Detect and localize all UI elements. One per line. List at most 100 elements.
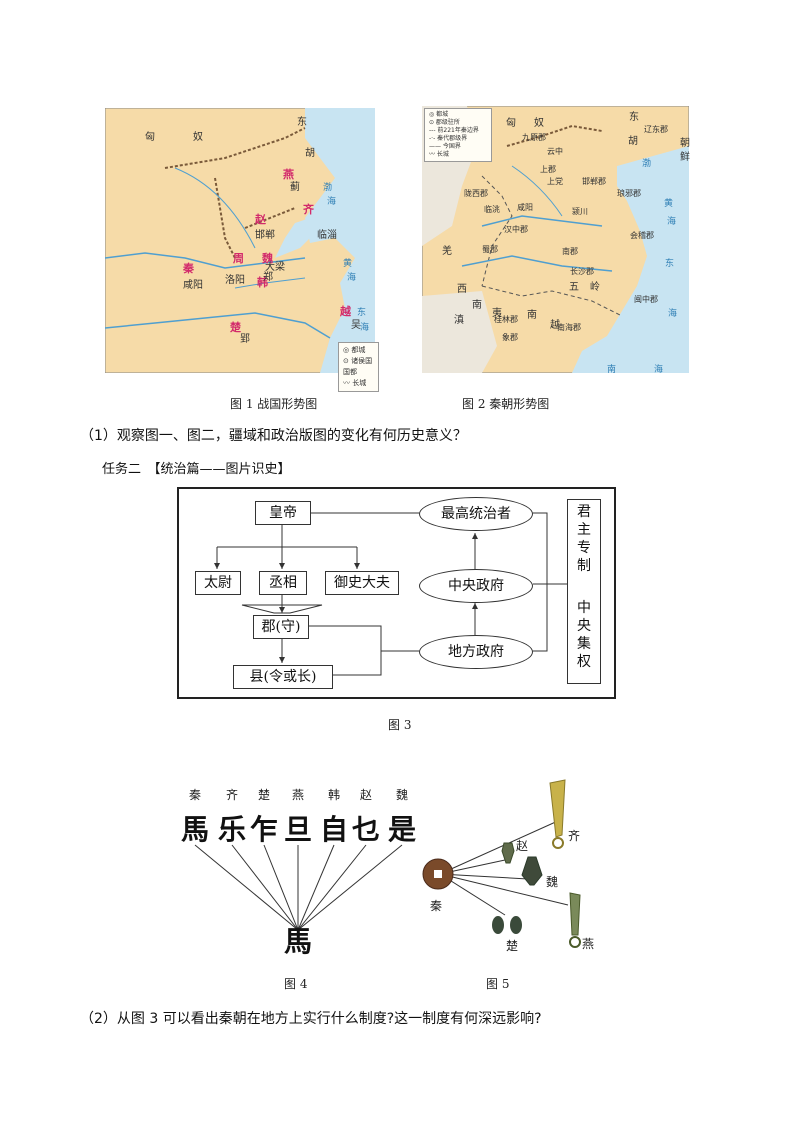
map1-sea-hai2: 海 [360, 323, 370, 333]
map1-city-ying: 郢 [240, 334, 250, 345]
map2-legend-item: ⊙ 郡级驻所 [429, 119, 460, 126]
qin-government-structure-diagram: 皇帝 太尉 丞相 御史大夫 郡(守) 县(令或长) 最高统治者 中央政府 地方政… [177, 487, 616, 699]
map2-city-shu: 蜀郡 [482, 245, 498, 254]
map2-label-yue: 越 [550, 320, 560, 331]
map2-city-minzhong: 闽中郡 [634, 295, 658, 304]
label-column-autocracy [567, 499, 601, 684]
fig4-state-label: 楚 [257, 788, 270, 802]
fig4-glyph: 乐 [217, 813, 246, 846]
map1-sea-huang: 黄 [343, 259, 353, 269]
map2-city-nanjun: 南郡 [562, 247, 578, 256]
map1-city-handan: 邯郸 [255, 230, 275, 241]
node-local-government: 地方政府 [419, 635, 533, 669]
map1-sea-dong: 东 [357, 308, 367, 318]
map2-legend-item: --- 前221年秦边界 [429, 127, 479, 134]
map1-sea-hai1: 海 [327, 197, 337, 207]
map1-legend-item: ◎ 都城 [343, 346, 366, 354]
fig4-state-label: 魏 [395, 788, 408, 802]
map2-label-dian: 滇 [454, 315, 464, 326]
fig5-label-wei: 魏 [546, 875, 559, 889]
map2-city-langya: 琅邪郡 [617, 189, 641, 198]
map2-label-chao: 朝 [680, 138, 690, 149]
map1-city-zheng: 郑 [263, 272, 273, 283]
map1-label-xiong: 匈 [145, 132, 155, 143]
fig5-coins-drawing [422, 779, 581, 948]
fig5-label-qin: 秦 [430, 899, 443, 913]
question-2: （2）从图 3 可以看出秦朝在地方上实行什么制度?这一制度有何深远影响? [80, 1011, 542, 1027]
map1-city-daliang: 大梁 [265, 262, 285, 273]
map2-label-ling: 岭 [590, 282, 600, 293]
map2-city-shangdang: 上党 [547, 177, 563, 186]
caption-fig3: 图 3 [388, 718, 412, 732]
map2-sea-bo: 渤 [642, 159, 652, 169]
map1-label-hu: 胡 [305, 148, 315, 159]
map2-legend-item: 〰 长城 [429, 151, 449, 158]
map2-city-kuaiji: 会稽郡 [630, 231, 654, 240]
map2-sea-hai1: 海 [667, 217, 677, 227]
label-autocracy-char: 制 [577, 558, 591, 574]
map2-sea-hai3: 海 [654, 365, 664, 375]
map2-legend-item: -·- 秦代郡级界 [429, 135, 468, 142]
map-warring-states-drawing [105, 108, 375, 373]
map1-legend: ◎ 都城 ⊙ 诸侯国国都 〰 长城 [338, 342, 379, 392]
map2-label-xiong: 匈 [506, 118, 516, 129]
map1-state-chu: 楚 [230, 321, 241, 334]
fig5-label-chu: 楚 [506, 939, 519, 953]
map2-label-nan1: 南 [472, 300, 482, 311]
fig5-currency-unification: 秦 齐 赵 魏 楚 燕 [410, 775, 610, 960]
map2-city-changsha: 长沙郡 [570, 267, 594, 276]
label-autocracy-char: 君 [577, 504, 591, 520]
map2-sea-hai2: 海 [668, 309, 678, 319]
map2-label-nan2: 南 [527, 310, 537, 321]
node-jun: 郡(守) [253, 615, 309, 639]
fig4-glyph: 自 [319, 813, 348, 846]
map2-city-yunzhong: 云中 [547, 147, 563, 156]
map2-sea-huang: 黄 [664, 199, 674, 209]
map2-city-hanzhong: 汉中郡 [504, 225, 528, 234]
fig5-label-yan: 燕 [582, 937, 595, 951]
fig4-state-label: 赵 [359, 788, 372, 802]
fig4-unified-glyph: 馬 [283, 925, 312, 958]
map-warring-states: 东 胡 匈 奴 燕 赵 秦 周 韩 魏 齐 楚 越 蓟 邯郸 临淄 大梁 郑 洛… [105, 108, 379, 392]
map2-city-jiuyuan: 九原郡 [522, 133, 546, 142]
map2-city-lintao: 临洮 [484, 205, 500, 214]
node-supreme-ruler: 最高统治者 [419, 497, 533, 531]
fig4-state-label: 齐 [225, 788, 238, 802]
caption-fig5: 图 5 [486, 977, 510, 991]
map1-state-zhao: 赵 [255, 213, 266, 226]
map1-legend-item: ⊙ 诸侯国国都 [343, 357, 373, 376]
map2-label-wu: 五 [569, 282, 579, 293]
map2-city-handan: 邯郸郡 [582, 177, 606, 186]
fig4-glyph: 是 [387, 813, 416, 846]
map1-sea-hai3: 海 [347, 273, 357, 283]
map2-city-guilin: 桂林郡 [494, 315, 518, 324]
map1-legend-item: 〰 长城 [343, 379, 367, 387]
map2-city-xianyang: 咸阳 [517, 203, 533, 212]
node-chengxiang: 丞相 [259, 571, 307, 595]
map2-label-yi: 夷 [492, 308, 502, 319]
fig4-glyph: 乜 [351, 813, 380, 846]
map2-city-xiang: 象郡 [502, 333, 518, 342]
map1-label-nu: 奴 [193, 132, 203, 143]
label-centralization-char: 权 [577, 654, 591, 670]
map-qin-dynasty: ◎ 都城 ⊙ 郡级驻所 --- 前221年秦边界 -·- 秦代郡级界 —— 今国… [422, 106, 690, 375]
label-autocracy-char: 主 [577, 522, 591, 538]
map2-sea-dong: 东 [665, 259, 675, 269]
map1-state-yan: 燕 [283, 168, 294, 181]
map2-city-shanggu: 上郡 [540, 165, 556, 174]
caption-fig1: 图 1 战国形势图 [230, 397, 318, 411]
node-central-government: 中央政府 [419, 569, 533, 603]
map1-city-wu: 吴 [351, 320, 361, 331]
map2-label-xi: 西 [457, 284, 467, 295]
map1-state-han: 韩 [257, 276, 268, 289]
map1-label-dong: 东 [297, 117, 307, 128]
map1-city-xianyang: 咸阳 [183, 280, 203, 291]
map2-label-qiang: 羌 [442, 246, 452, 257]
node-emperor: 皇帝 [255, 501, 311, 525]
map2-city-liaodong: 辽东郡 [644, 125, 668, 134]
map2-city-yingchuan: 颍川 [572, 207, 588, 216]
map2-legend-item: —— 今国界 [429, 143, 461, 150]
map2-label-nu: 奴 [534, 118, 544, 129]
question-1: （1）观察图一、图二，疆域和政治版图的变化有何历史意义？ [80, 428, 467, 444]
map2-legend-item: ◎ 都城 [429, 111, 449, 118]
